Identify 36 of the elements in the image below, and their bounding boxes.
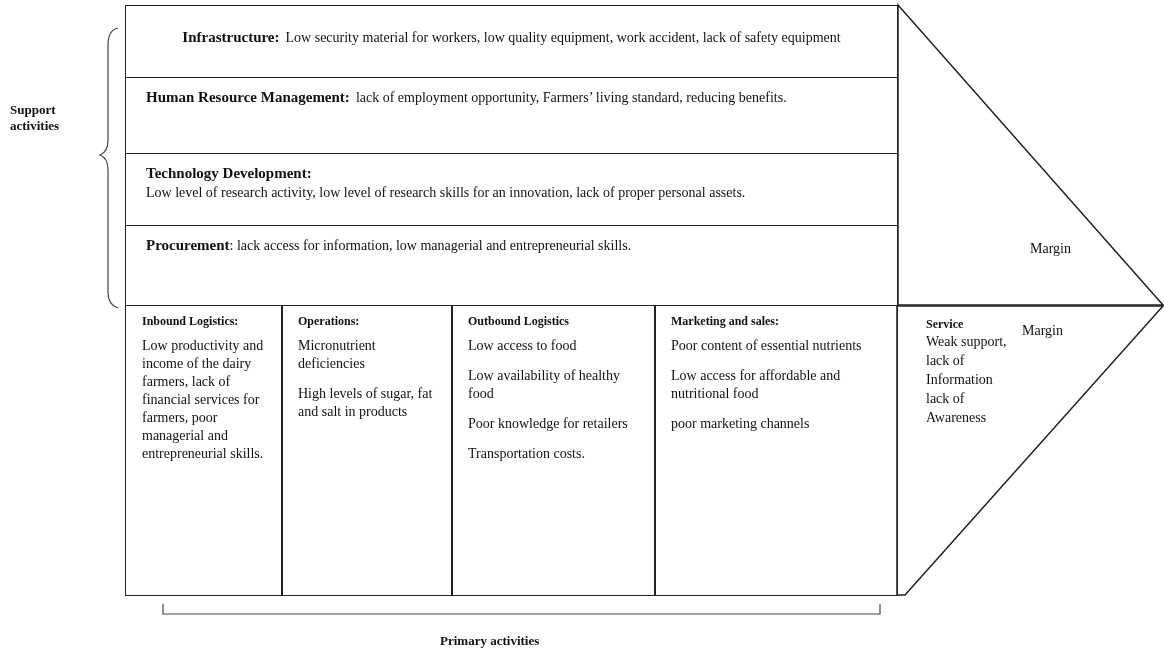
margin-label: Margin [1030, 241, 1071, 257]
group-label: Support activities [10, 102, 61, 134]
activity-description: Low access to food [468, 337, 578, 355]
activity-description: High levels of sugar, fat and salt in products [298, 385, 434, 421]
activity-description: Micronutrient deficiencies [298, 337, 377, 373]
activity-description: Poor knowledge for retailers [468, 415, 629, 433]
activity-box [125, 225, 898, 306]
activity-heading: Infrastructure: [182, 29, 280, 45]
activity-description: : lack access for information, low managerial and entrepreneurial skills. [229, 238, 632, 253]
activity-heading: Marketing and sales: [671, 314, 780, 329]
activity-box [125, 153, 898, 226]
activity-box [125, 5, 898, 78]
activity-description: Low level of research activity, low level of research skills for an innovation, lack of proper personal assets. [146, 184, 747, 202]
activity-heading: Outbound Logistics [468, 314, 571, 329]
activity-description: lack of employment opportunity, Farmers’ living standard, reducing benefits. [355, 90, 787, 105]
activity-box [654, 305, 898, 596]
activity-description: Low availability of healthy food [468, 367, 621, 403]
activity-box [125, 77, 898, 154]
activity-box [281, 305, 453, 596]
activity-heading: Procurement [146, 237, 230, 253]
group-label: Primary activities [440, 633, 540, 649]
activity-description: poor marketing channels [671, 415, 811, 433]
activity-heading: Operations: [298, 314, 361, 329]
activity-heading: Human Resource Management: [146, 89, 350, 105]
activity-description: Transportation costs. [468, 445, 586, 463]
activity-heading: Service [926, 317, 965, 332]
activity-description: Low access for affordable and nutritional food [671, 367, 842, 403]
activity-box [451, 305, 656, 596]
margin-label: Margin [1022, 323, 1063, 339]
activity-description: Low productivity and income of the dairy farmers, lack of financial services for farmers, poor managerial and entrepreneurial skills. [142, 337, 265, 463]
activity-heading: Technology Development: [146, 165, 312, 181]
activity-description: Poor content of essential nutrients [671, 337, 863, 355]
activity-description: Low security material for workers, low quality equipment, work accident, lack of safety equipment [285, 30, 841, 45]
activity-box [125, 305, 283, 596]
activity-heading: Inbound Logistics: [142, 314, 240, 329]
activity-description: Weak support, lack of Information lack of Awareness [926, 333, 1008, 427]
